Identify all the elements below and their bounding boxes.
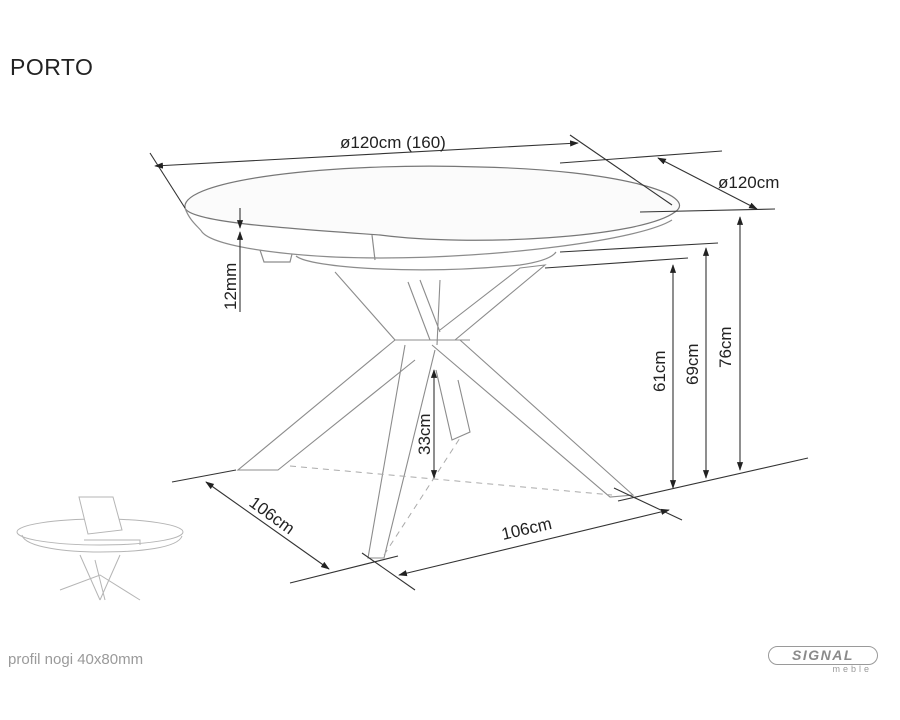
label-base-cross-height: 33cm xyxy=(415,413,434,455)
dim-top-diameter-extended xyxy=(149,134,673,209)
base-footprint-dashed xyxy=(289,437,613,556)
leg-profile-note: profil nogi 40x80mm xyxy=(8,651,144,668)
label-height-total: 76cm xyxy=(716,326,735,368)
brand-subtitle: meble xyxy=(832,664,872,674)
label-height-apron: 69cm xyxy=(683,343,702,385)
label-top-diameter-depth: ø120cm xyxy=(718,173,779,192)
label-top-thickness: 12mm xyxy=(221,263,240,310)
extended-table-thumbnail xyxy=(16,496,184,601)
label-height-leg-clearance: 61cm xyxy=(650,350,669,392)
dim-top-diameter-depth xyxy=(559,150,776,213)
logo-pill-outline xyxy=(768,646,878,665)
brand-name: SIGNAL xyxy=(792,647,854,663)
table-top xyxy=(184,165,681,271)
product-title: PORTO xyxy=(10,54,94,80)
dim-heights xyxy=(544,216,809,502)
table-base-legs xyxy=(236,264,635,559)
label-top-diameter-extended: ø120cm (160) xyxy=(340,133,446,152)
brand-logo: SIGNAL meble xyxy=(768,644,878,676)
dim-base-widths xyxy=(171,469,683,591)
